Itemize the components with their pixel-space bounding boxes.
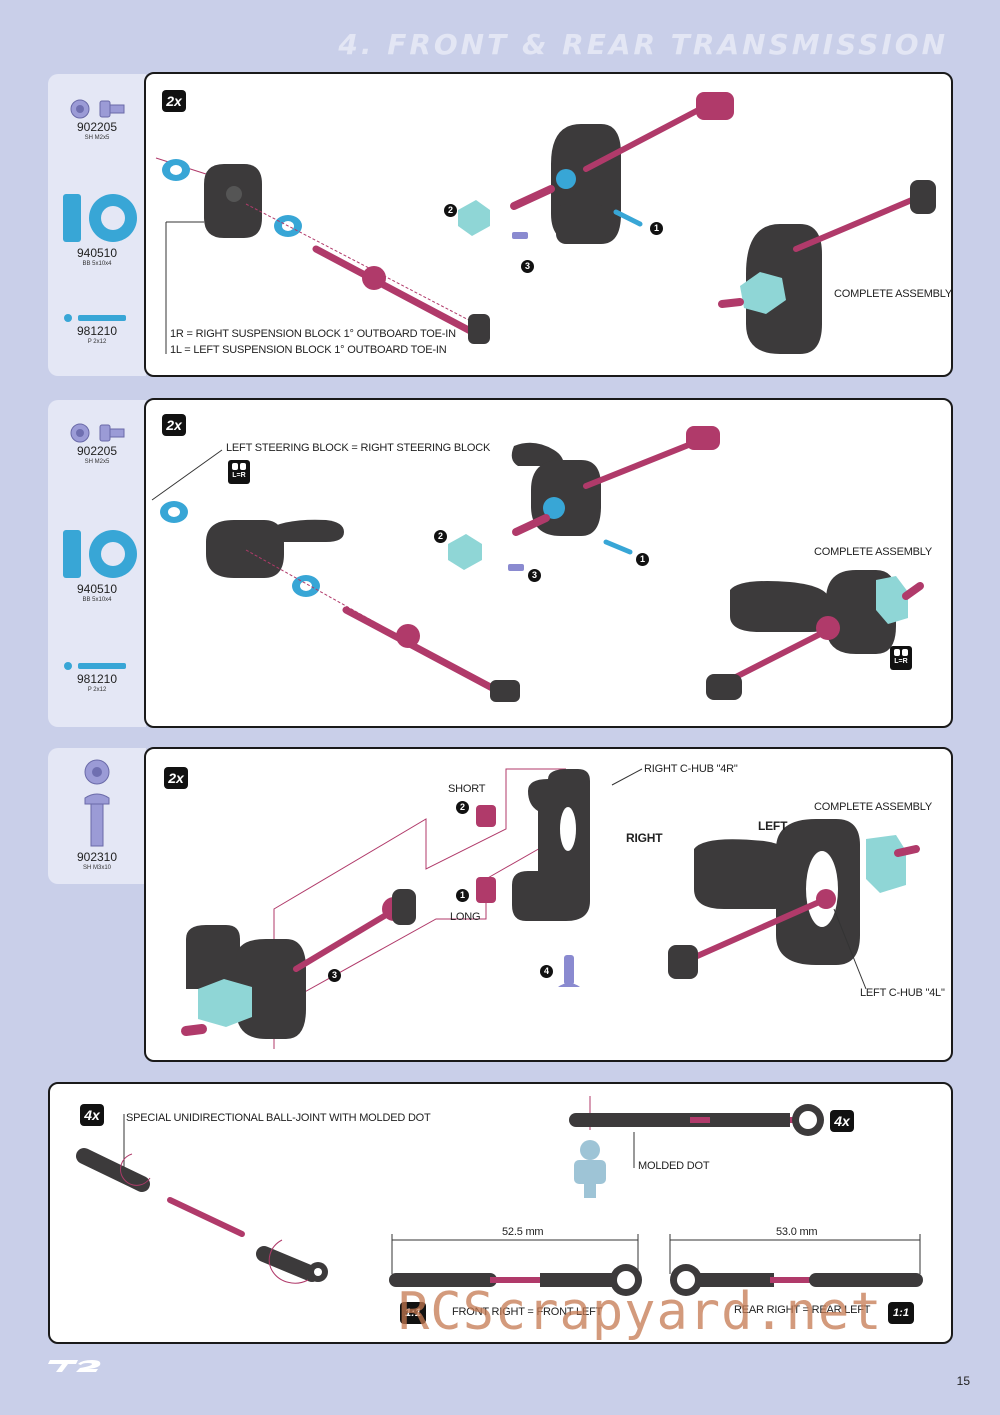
part-number: 981210 xyxy=(76,672,118,686)
parts-column-step1: 902205 SH M2x5 940510 BB 5x10x4 981210 P… xyxy=(48,74,146,376)
ball-joint-note: SPECIAL UNIDIRECTIONAL BALL-JOINT WITH M… xyxy=(126,1112,431,1124)
part-desc: SH M2x5 xyxy=(84,135,110,141)
part-number: 902205 xyxy=(76,444,118,458)
marker-2: 2 xyxy=(456,801,469,814)
long-label: LONG xyxy=(450,911,481,923)
screw-icon xyxy=(70,99,125,119)
page-number: 15 xyxy=(956,1374,970,1388)
part-pin: 981210 P 2x12 xyxy=(48,660,146,693)
t2-logo xyxy=(48,1360,101,1372)
part-bearing: 940510 BB 5x10x4 xyxy=(48,526,146,603)
part-number: 940510 xyxy=(76,582,118,596)
quantity-badge: 2x xyxy=(164,767,188,789)
rear-length-label: 53.0 mm xyxy=(776,1226,818,1238)
marker-3: 3 xyxy=(528,569,541,582)
left-right-icon: L=R xyxy=(228,460,250,484)
left-tag: LEFT xyxy=(758,819,788,833)
part-desc: BB 5x10x4 xyxy=(82,597,112,603)
part-desc: SH M2x5 xyxy=(84,459,110,465)
marker-1: 1 xyxy=(636,553,649,566)
marker-1: 1 xyxy=(650,222,663,235)
screw-icon xyxy=(70,423,125,443)
scale-badge: 1:1 xyxy=(888,1302,914,1324)
toe-in-note-left: 1L = LEFT SUSPENSION BLOCK 1° OUTBOARD T… xyxy=(170,344,447,356)
step2-diagram xyxy=(151,426,924,702)
pin-icon xyxy=(64,314,126,322)
part-screw: 902205 SH M2x5 xyxy=(48,422,146,465)
molded-dot-label: MOLDED DOT xyxy=(638,1160,710,1172)
marker-3: 3 xyxy=(328,969,341,982)
step4-panel: 4x 4x xyxy=(48,1082,953,1344)
watermark: RCScrapyard.net xyxy=(398,1282,883,1342)
part-screw: 902205 SH M2x5 xyxy=(48,98,146,141)
parts-column-step2: 902205 SH M2x5 940510 BB 5x10x4 981210 P… xyxy=(48,400,146,727)
front-rod-label: FRONT RIGHT = FRONT LEFT xyxy=(452,1306,603,1318)
step3-diagram xyxy=(181,768,920,1049)
part-number: 902310 xyxy=(76,850,118,864)
parts-column-step3: 902310 SH M3x10 xyxy=(48,748,146,884)
marker-1: 1 xyxy=(456,889,469,902)
steering-block-note: LEFT STEERING BLOCK = RIGHT STEERING BLO… xyxy=(226,442,491,454)
part-number: 902205 xyxy=(76,120,118,134)
right-tag: RIGHT xyxy=(626,831,663,845)
step1-diagram xyxy=(155,92,936,354)
pin-icon xyxy=(64,662,126,670)
marker-3: 3 xyxy=(521,260,534,273)
right-chub-label: RIGHT C-HUB "4R" xyxy=(644,763,738,775)
part-bearing: 940510 BB 5x10x4 xyxy=(48,190,146,267)
marker-4: 4 xyxy=(540,965,553,978)
part-desc: P 2x12 xyxy=(87,339,107,345)
marker-2: 2 xyxy=(434,530,447,543)
part-desc: BB 5x10x4 xyxy=(82,261,112,267)
step3-panel: 2x SHORT LONG RIGHT C-HUB "4R" RIGHT LE xyxy=(144,747,953,1062)
bearing-icon xyxy=(63,194,137,242)
part-pin: 981210 P 2x12 xyxy=(48,312,146,345)
complete-assembly-label: COMPLETE ASSEMBLY xyxy=(814,546,933,558)
left-chub-label: LEFT C-HUB "4L" xyxy=(860,987,945,999)
quantity-badge: 4x xyxy=(830,1110,854,1132)
page-title: 4. FRONT & REAR TRANSMISSION xyxy=(338,28,948,61)
left-right-icon: L=R xyxy=(890,646,912,670)
rear-rod-label: REAR RIGHT = REAR LEFT xyxy=(734,1304,871,1316)
step1-panel: 2x 1R = RIGHT SUSPENSION BLOCK 1° OUTBOA… xyxy=(144,72,953,377)
front-length-label: 52.5 mm xyxy=(502,1226,544,1238)
short-label: SHORT xyxy=(448,783,486,795)
button-screw-icon xyxy=(84,759,110,847)
quantity-badge: 4x xyxy=(80,1104,104,1126)
quantity-badge: 2x xyxy=(162,414,186,436)
complete-assembly-label: COMPLETE ASSEMBLY xyxy=(834,288,953,300)
part-desc: P 2x12 xyxy=(87,687,107,693)
bearing-icon xyxy=(63,530,137,578)
scale-badge: 1:1 xyxy=(400,1302,426,1324)
part-number: 940510 xyxy=(76,246,118,260)
part-number: 981210 xyxy=(76,324,118,338)
complete-assembly-label: COMPLETE ASSEMBLY xyxy=(814,801,933,813)
part-desc: SH M3x10 xyxy=(82,865,111,871)
step2-panel: 2x LEFT STEERING BLOCK = RIGHT STEERING … xyxy=(144,398,953,728)
part-button-screw: 902310 SH M3x10 xyxy=(48,758,146,871)
step4-diagram xyxy=(76,1096,923,1296)
toe-in-note-right: 1R = RIGHT SUSPENSION BLOCK 1° OUTBOARD … xyxy=(170,328,456,340)
marker-2: 2 xyxy=(444,204,457,217)
quantity-badge: 2x xyxy=(162,90,186,112)
